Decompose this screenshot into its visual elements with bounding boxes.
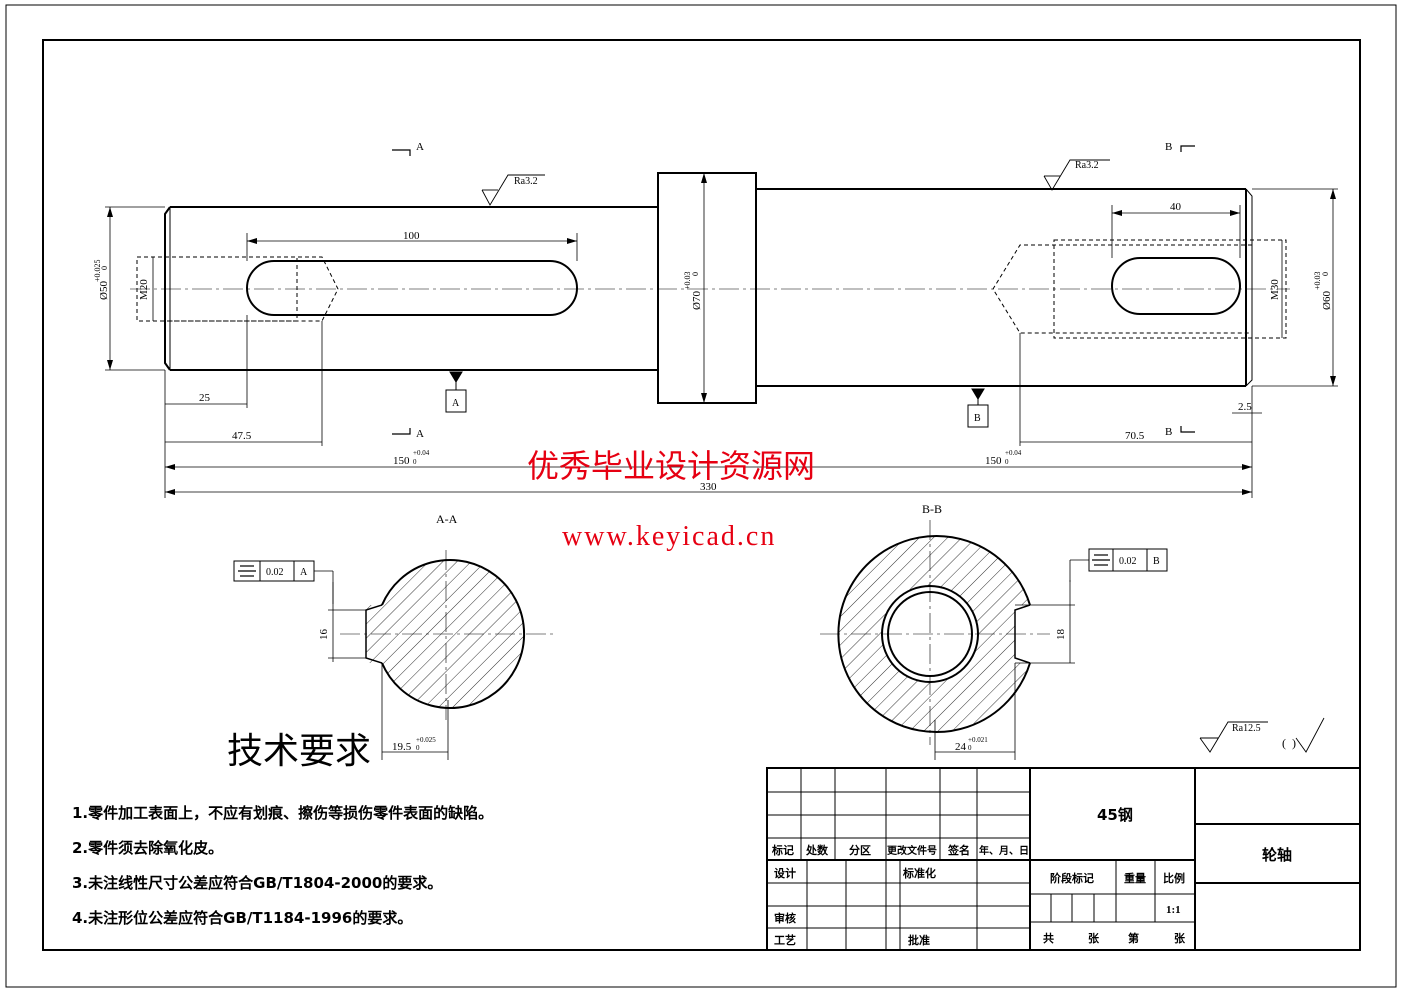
- tb-design: 设计: [774, 866, 796, 880]
- dim-150-left-tol: +0.04: [413, 449, 430, 457]
- dim-m20: M20: [138, 279, 150, 300]
- dim-d50: Ø50: [98, 281, 110, 300]
- section-aa-label: A-A: [436, 512, 458, 526]
- dim-d60-tol: +0.03: [1313, 271, 1322, 290]
- inner-frame: [42, 39, 1361, 951]
- tb-part-name: 轮轴: [1262, 846, 1292, 864]
- dim-40: 40: [1170, 201, 1182, 213]
- requirement-2: 2.零件须去除氧化皮。: [72, 839, 223, 857]
- shaft-front-view: [130, 172, 1290, 404]
- datum-markers: [445, 371, 989, 428]
- dim-2-5: 2.5: [1238, 401, 1252, 413]
- aa-depth-tol-low: 0: [416, 744, 420, 752]
- title-block-text: 45钢 轮轴 标记 处数 分区 更改文件号 签名 年、月、日 设计 标准化 审核…: [771, 806, 1292, 947]
- tb-sheet-unit2: 张: [1174, 931, 1186, 945]
- tb-scale-label: 比例: [1163, 871, 1185, 885]
- dim-70-5: 70.5: [1125, 430, 1145, 442]
- dimension-labels: Ø50 +0.025 0 M20 100 25 47.5 150 +0.04 0…: [93, 201, 1333, 493]
- aa-tol-datum: A: [300, 567, 308, 578]
- section-bb-view: [820, 520, 1168, 760]
- watermark-url: www.keyicad.cn: [562, 521, 776, 552]
- bb-depth-tol-low: 0: [968, 744, 972, 752]
- watermark-title: 优秀毕业设计资源网: [527, 447, 815, 485]
- dim-d70-tol-low: 0: [691, 272, 700, 276]
- dim-150-right-tol-low: 0: [1005, 458, 1009, 466]
- bb-width-18: 18: [1055, 629, 1067, 641]
- section-cut-marks: [392, 145, 1195, 435]
- requirement-1: 1.零件加工表面上，不应有划痕、擦伤等损伤零件表面的缺陷。: [72, 804, 493, 822]
- aa-depth: 19.5: [392, 741, 412, 753]
- dim-150-right: 150: [985, 455, 1002, 467]
- cut-a-top: A: [416, 141, 424, 153]
- section-aa-view: [233, 550, 555, 760]
- roughness-general: Ra12.5: [1232, 723, 1261, 734]
- tb-col-sign: 签名: [947, 843, 970, 857]
- tb-col-count: 处数: [805, 843, 829, 857]
- dim-d60: Ø60: [1321, 291, 1333, 310]
- outer-frame: [5, 4, 1397, 988]
- tb-sheets-unit: 张: [1088, 931, 1100, 945]
- dimension-lines: [105, 173, 1338, 498]
- aa-depth-tol: +0.025: [416, 736, 436, 744]
- title-block: [766, 767, 1361, 951]
- dim-d50-tol-low: 0: [100, 266, 109, 270]
- tb-scale: 1:1: [1166, 904, 1181, 916]
- aa-width-16: 16: [318, 629, 330, 641]
- aa-tol-value: 0.02: [266, 567, 284, 578]
- dim-150-right-tol: +0.04: [1005, 449, 1022, 457]
- tb-approve: 批准: [908, 933, 930, 947]
- datum-a-label: A: [452, 398, 460, 409]
- dim-150-left: 150: [393, 455, 410, 467]
- tb-weight: 重量: [1124, 871, 1146, 885]
- tb-sheet-no: 第: [1128, 931, 1139, 945]
- dim-100: 100: [403, 230, 420, 242]
- roughness-general-paren: ( ): [1282, 736, 1296, 750]
- dim-25: 25: [199, 392, 211, 404]
- tb-stage-mark: 阶段标记: [1050, 871, 1094, 885]
- cut-b-bottom: B: [1165, 426, 1172, 438]
- roughness-right: Ra3.2: [1075, 160, 1099, 171]
- requirement-4: 4.未注形位公差应符合GB/T1184-1996的要求。: [72, 909, 412, 927]
- requirements-title: 技术要求: [227, 731, 371, 772]
- dim-d70-tol: +0.03: [683, 271, 692, 290]
- bb-depth-tol: +0.021: [968, 736, 988, 744]
- tb-col-date: 年、月、日: [979, 844, 1029, 857]
- datum-b-label: B: [974, 413, 981, 424]
- dim-47-5: 47.5: [232, 430, 252, 442]
- roughness-symbols: [481, 159, 1325, 753]
- cut-b-top: B: [1165, 141, 1172, 153]
- tb-col-mark: 标记: [771, 843, 794, 857]
- tb-sheets-total: 共: [1043, 931, 1054, 945]
- requirement-3: 3.未注线性尺寸公差应符合GB/T1804-2000的要求。: [72, 874, 442, 892]
- section-bb-label: B-B: [922, 502, 942, 516]
- bb-tol-value: 0.02: [1119, 556, 1137, 567]
- tb-process: 工艺: [774, 933, 796, 947]
- dim-d60-tol-low: 0: [1321, 272, 1330, 276]
- dim-d70: Ø70: [691, 291, 703, 310]
- bb-depth: 24: [955, 741, 967, 753]
- tb-col-zone: 分区: [849, 843, 871, 857]
- dim-m30: M30: [1269, 279, 1281, 300]
- tb-standardize: 标准化: [902, 866, 936, 880]
- tb-col-change-doc: 更改文件号: [887, 844, 937, 857]
- tb-review: 审核: [774, 911, 796, 925]
- roughness-left: Ra3.2: [514, 176, 538, 187]
- cut-a-bottom: A: [416, 428, 424, 440]
- bb-tol-datum: B: [1153, 556, 1160, 567]
- dim-330: 330: [700, 481, 717, 493]
- dim-d50-tol: +0.025: [93, 259, 102, 282]
- tb-material: 45钢: [1097, 806, 1133, 824]
- dim-150-left-tol-low: 0: [413, 458, 417, 466]
